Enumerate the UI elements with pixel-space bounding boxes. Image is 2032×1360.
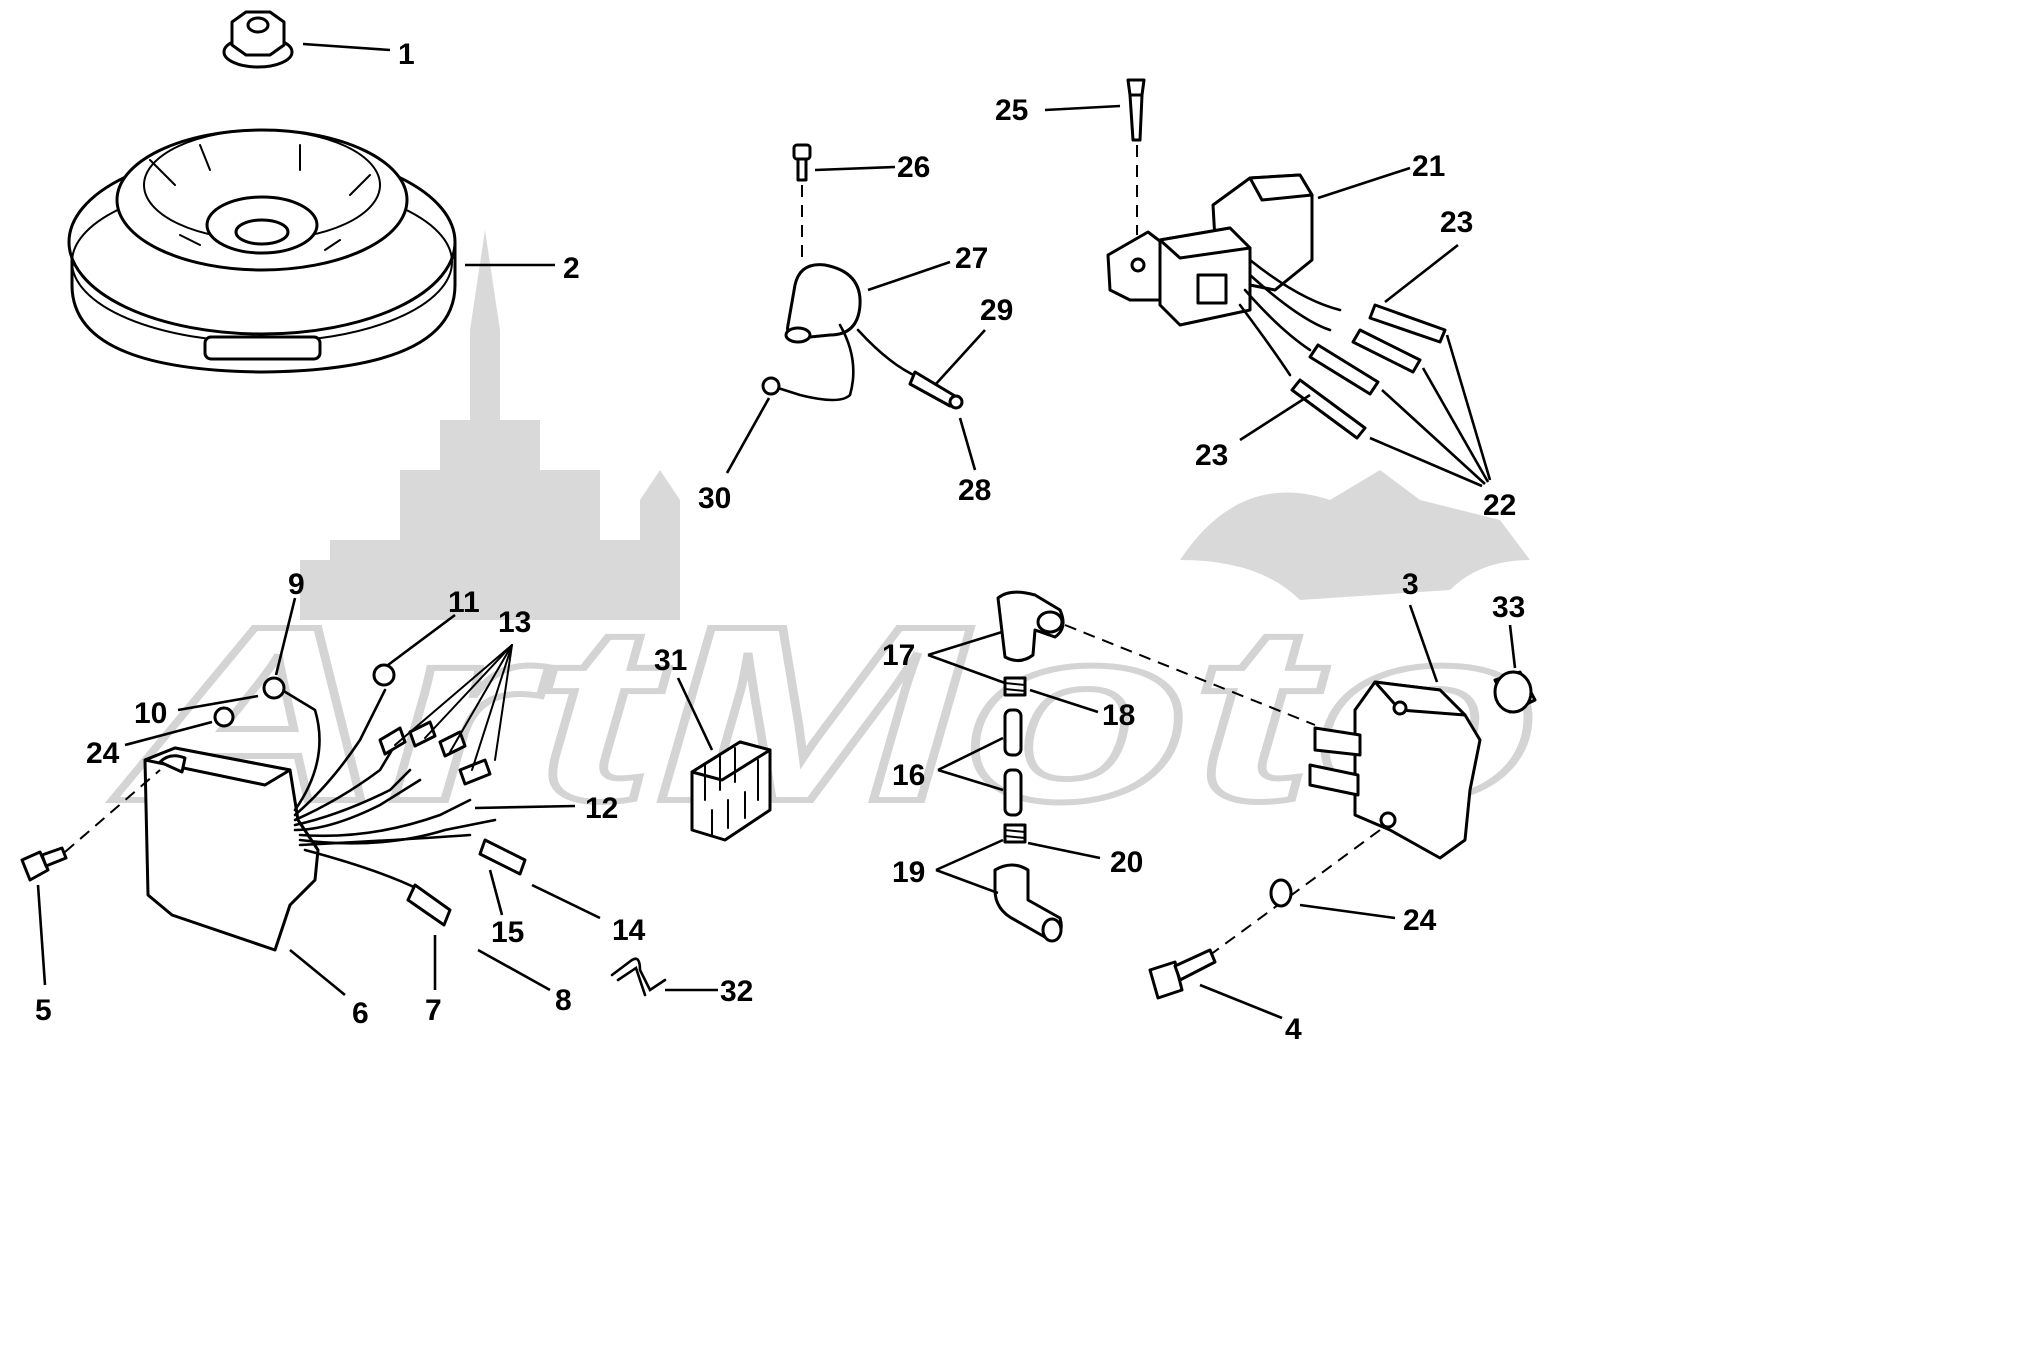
power-pack-alignment-line — [64, 769, 161, 853]
leader-lines — [36, 42, 1517, 1020]
callout-19: 19 — [892, 856, 925, 889]
callout-23-bottom: 23 — [1195, 439, 1228, 472]
callout-9: 9 — [288, 568, 305, 601]
callout-18: 18 — [1102, 699, 1135, 732]
ignition-coil — [1308, 670, 1537, 860]
callout-31: 31 — [654, 644, 687, 677]
charge-coil — [761, 143, 964, 410]
callout-22: 22 — [1483, 489, 1516, 522]
callout-13: 13 — [498, 606, 531, 639]
flywheel — [67, 128, 457, 374]
callout-16: 16 — [892, 759, 925, 792]
callout-8: 8 — [555, 984, 572, 1017]
wire-clip — [610, 957, 667, 997]
power-pack — [20, 663, 527, 952]
callout-20: 20 — [1110, 846, 1143, 879]
callout-3: 3 — [1402, 568, 1419, 601]
callout-11: 11 — [448, 586, 480, 619]
callout-29: 29 — [980, 294, 1013, 327]
ignition-coil-module — [1106, 78, 1447, 440]
callout-4: 4 — [1285, 1013, 1302, 1046]
watermark: ArtMoto — [108, 230, 1543, 856]
callout-5: 5 — [35, 994, 52, 1027]
coil-mounting-screw — [1148, 878, 1293, 1000]
callout-10: 10 — [134, 697, 167, 730]
watermark-text: ArtMoto — [111, 574, 1540, 853]
callout-1: 1 — [398, 38, 415, 71]
callout-23-top: 23 — [1440, 206, 1473, 239]
callout-28: 28 — [958, 474, 991, 507]
terminal-block — [690, 740, 772, 842]
callout-26: 26 — [897, 151, 930, 184]
callout-32: 32 — [720, 975, 753, 1008]
exploded-parts-diagram: ArtMoto — [20, 10, 1543, 1046]
watermark-motorcycle — [1180, 470, 1530, 600]
callout-12: 12 — [585, 792, 618, 825]
callout-21: 21 — [1412, 150, 1445, 183]
watermark-skyline — [300, 230, 680, 620]
callout-24-right: 24 — [1403, 904, 1437, 937]
callout-7: 7 — [425, 994, 442, 1027]
callout-17: 17 — [882, 639, 915, 672]
spark-plug-boot-set — [993, 590, 1065, 943]
callout-25: 25 — [995, 94, 1028, 127]
callout-24-left: 24 — [86, 737, 120, 770]
callout-33: 33 — [1492, 591, 1525, 624]
coil-alignment-line-top — [1064, 624, 1316, 726]
callout-labels: 1 2 3 33 4 24 5 6 7 8 9 10 24 11 13 12 1… — [35, 38, 1525, 1046]
coil-alignment-line-bottom — [1209, 829, 1381, 956]
flywheel-nut — [222, 10, 294, 69]
callout-2: 2 — [563, 252, 580, 285]
callout-6: 6 — [352, 997, 369, 1030]
callout-14: 14 — [612, 914, 646, 947]
callout-30: 30 — [698, 482, 731, 515]
callout-15: 15 — [491, 916, 524, 949]
callout-27: 27 — [955, 242, 988, 275]
